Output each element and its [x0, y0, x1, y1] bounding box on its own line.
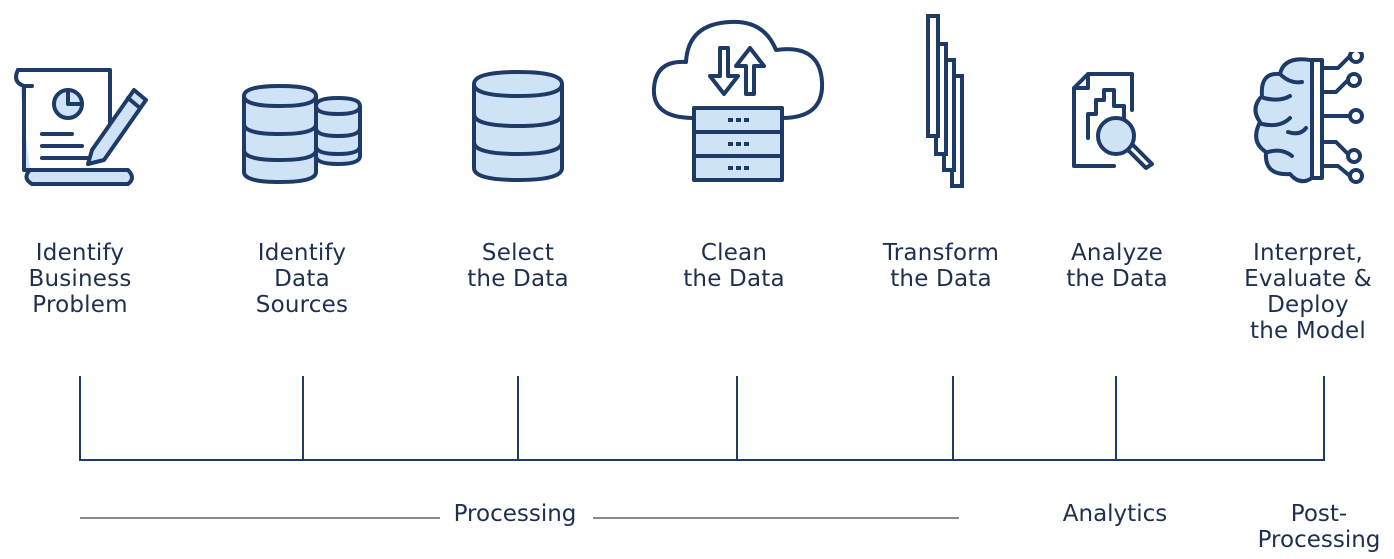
- step-label-clean-the-data: Clean the Data: [683, 240, 785, 292]
- step-label-transform-the-data: Transform the Data: [882, 240, 1000, 292]
- processing-rule-left: [80, 517, 440, 519]
- phase-label-post-processing: Post- Processing: [1257, 501, 1381, 553]
- timeline-tick: [302, 376, 304, 461]
- databases-icon: [242, 83, 362, 185]
- timeline-axis: [79, 459, 1325, 461]
- phase-label-processing: Processing: [453, 501, 577, 527]
- step-label-identify-data-sources: Identify Data Sources: [255, 240, 349, 318]
- stacked-layers-icon: [926, 14, 964, 188]
- step-label-analyze-the-data: Analyze the Data: [1066, 240, 1168, 292]
- step-label-identify-business-problem: Identify Business Problem: [28, 240, 132, 318]
- document-magnifier-icon: [1072, 72, 1154, 170]
- brain-circuit-icon: [1253, 52, 1364, 184]
- timeline-tick: [517, 376, 519, 461]
- phase-label-analytics: Analytics: [1062, 501, 1168, 527]
- step-label-interpret-evaluate-deploy: Interpret, Evaluate & Deploy the Model: [1244, 240, 1372, 344]
- step-label-select-the-data: Select the Data: [467, 240, 569, 292]
- timeline-tick: [952, 376, 954, 461]
- processing-rule-right: [593, 517, 959, 519]
- timeline-tick: [1323, 376, 1325, 461]
- cloud-server-sync-icon: [651, 19, 825, 182]
- timeline-tick: [736, 376, 738, 461]
- database-icon: [472, 69, 564, 183]
- timeline-tick: [79, 376, 81, 461]
- document-chart-pencil-icon: [14, 68, 148, 186]
- timeline-tick: [1115, 376, 1117, 461]
